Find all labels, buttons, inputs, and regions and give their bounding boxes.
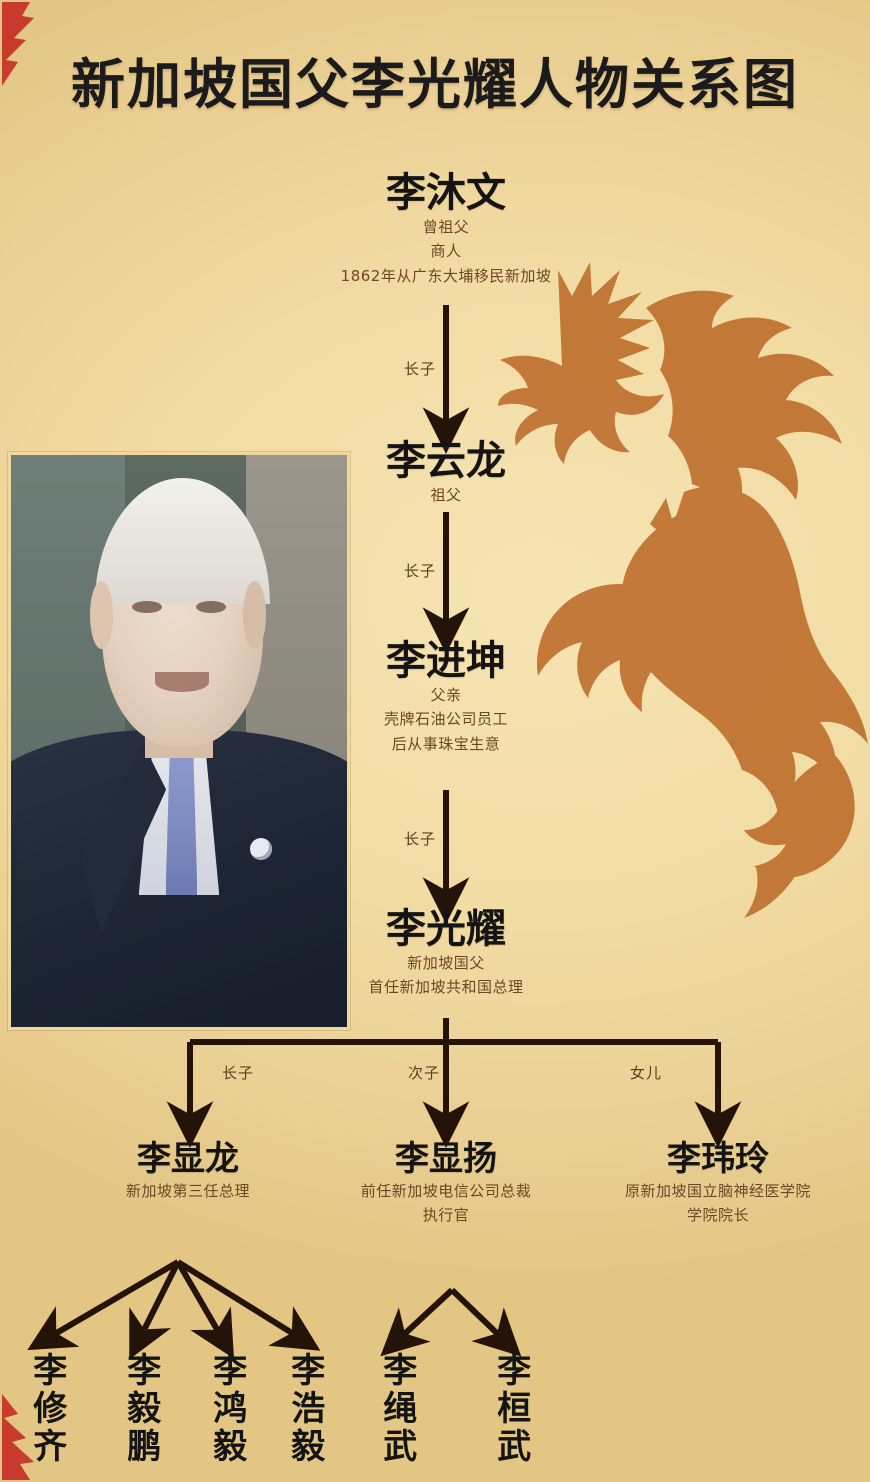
node-name: 李沐文	[386, 170, 506, 216]
portrait-lee-kuan-yew	[8, 452, 350, 1030]
edge-label-5: 次子	[408, 1064, 441, 1082]
node-grandchild-1[interactable]: 李修齐	[26, 1352, 67, 1466]
corner-ornament-bottom-left	[0, 1372, 46, 1482]
node-name: 李显扬	[395, 1139, 497, 1179]
node-subtitle-detail: 首任新加坡共和国总理	[368, 978, 524, 997]
node-grandchild-3[interactable]: 李鸿毅	[206, 1352, 247, 1466]
corner-ornament-top-left	[0, 0, 46, 110]
edge-label-3: 长子	[404, 830, 437, 848]
node-name: 李玮玲	[667, 1139, 769, 1179]
node-grandfather[interactable]: 李云龙 祖父	[246, 440, 646, 506]
node-subtitle-role: 父亲	[430, 686, 462, 704]
node-subtitle-role: 新加坡国父	[407, 954, 485, 972]
node-grandchild-2[interactable]: 李毅鹏	[120, 1352, 161, 1466]
node-name: 李光耀	[386, 906, 506, 952]
node-child-lee-hsien-yang[interactable]: 李显扬 前任新加坡电信公司总裁 执行官	[296, 1139, 596, 1226]
node-subtitle-role: 前任新加坡电信公司总裁	[360, 1181, 532, 1200]
node-name: 李进坤	[386, 638, 506, 684]
node-lee-kuan-yew[interactable]: 李光耀 新加坡国父 首任新加坡共和国总理	[246, 908, 646, 999]
edge-label-4: 长子	[222, 1064, 255, 1082]
node-subtitle-role: 曾祖父	[422, 218, 470, 236]
node-subtitle-role: 新加坡第三任总理	[125, 1181, 250, 1200]
node-grandchild-6[interactable]: 李桓武	[490, 1352, 531, 1466]
page-title: 新加坡国父李光耀人物关系图	[71, 53, 799, 116]
node-great-grandfather[interactable]: 李沐文 曾祖父 商人 1862年从广东大埔移民新加坡	[246, 172, 646, 287]
node-subtitle-occupation: 壳牌石油公司员工	[383, 710, 508, 729]
node-subtitle-detail: 1862年从广东大埔移民新加坡	[340, 266, 552, 285]
node-child-lee-wei-ling[interactable]: 李玮玲 原新加坡国立脑神经医学院 学院院长	[568, 1139, 868, 1226]
node-subtitle-detail: 学院院长	[686, 1205, 749, 1224]
edge-label-6: 女儿	[630, 1064, 663, 1082]
node-grandchild-5[interactable]: 李绳武	[376, 1352, 417, 1466]
node-subtitle-role: 祖父	[430, 486, 462, 504]
node-name: 李云龙	[386, 438, 506, 484]
node-subtitle-detail: 后从事珠宝生意	[391, 734, 501, 753]
node-subtitle-occupation: 商人	[430, 242, 462, 261]
node-name: 李显龙	[137, 1139, 239, 1179]
node-subtitle-role: 原新加坡国立脑神经医学院	[624, 1181, 811, 1200]
node-father[interactable]: 李进坤 父亲 壳牌石油公司员工 后从事珠宝生意	[246, 640, 646, 755]
edge-label-2: 长子	[404, 562, 437, 580]
node-child-lee-hsien-loong[interactable]: 李显龙 新加坡第三任总理	[28, 1139, 348, 1202]
node-subtitle-detail: 执行官	[422, 1205, 470, 1224]
dragon-icon	[498, 248, 870, 938]
edge-label-1: 长子	[404, 360, 437, 378]
node-grandchild-4[interactable]: 李浩毅	[284, 1352, 325, 1466]
